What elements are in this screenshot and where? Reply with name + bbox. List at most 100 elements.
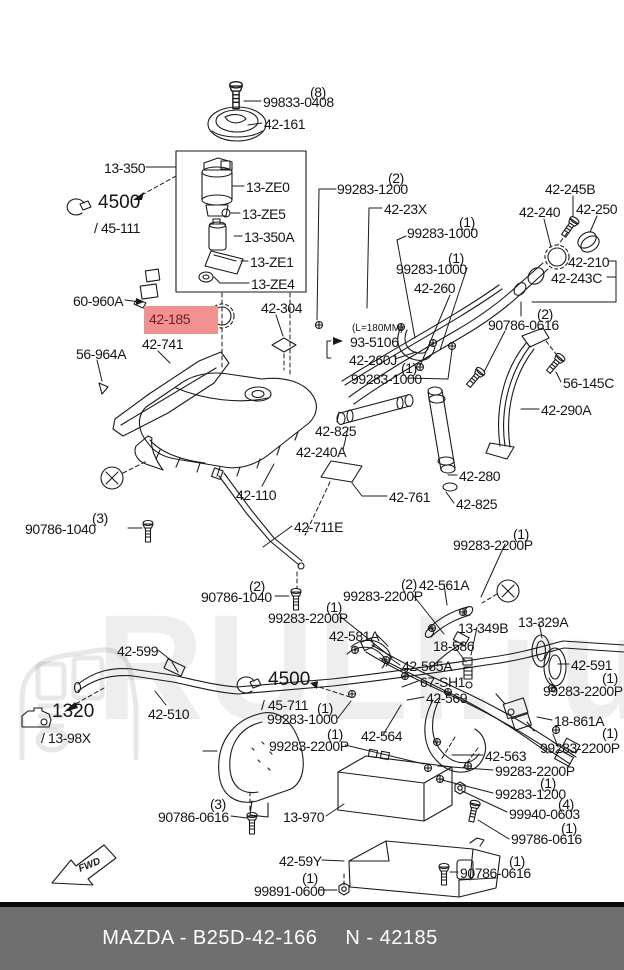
part-label: 90786-0616 <box>460 865 531 881</box>
reservoir-icon <box>21 707 52 728</box>
part-label: (1) <box>561 820 577 836</box>
part-label: 42-561A <box>419 577 470 593</box>
fuel-hose-drawing <box>336 393 414 426</box>
shield-drawing <box>218 712 304 818</box>
part-label: 4500 <box>268 669 311 690</box>
part-label: 99283-1000 <box>267 711 338 727</box>
bracket-drawing <box>348 837 501 898</box>
part-label: 42-591 <box>571 657 613 673</box>
evap-pipes-drawing <box>360 631 581 767</box>
footer-text: MAZDA - B25D-42-166 N - 42185 <box>0 927 540 950</box>
part-label: 42-599 <box>117 643 159 659</box>
part-label: 13-970 <box>283 809 325 825</box>
part-label: 56-964A <box>76 346 127 362</box>
part-label: (1) <box>602 670 618 686</box>
fuel-pump-assembly-drawing <box>175 150 307 293</box>
part-label: 42-243C <box>551 270 602 286</box>
gasket-drawing <box>271 337 297 353</box>
part-label: 90786-1040 <box>201 589 272 605</box>
part-label: 42-581A <box>329 628 380 644</box>
part-label: (2) <box>537 306 553 322</box>
part-label: / 45-111 <box>94 220 141 236</box>
part-label: 42-825 <box>315 423 357 439</box>
part-label: 13-350A <box>244 229 295 245</box>
part-label: (2) <box>249 578 265 594</box>
part-label: 56-145C <box>563 375 614 391</box>
small-fittings-drawing <box>462 657 473 689</box>
part-label: 13-349B <box>458 620 509 636</box>
part-label: 42-741 <box>142 336 184 352</box>
footer-part-number: N - 42185 <box>345 927 438 949</box>
part-label: 42-304 <box>261 300 303 316</box>
filler-neck-pipe-drawing <box>73 640 624 695</box>
fuel-tank-drawing <box>134 372 317 477</box>
part-label: 90786-0616 <box>158 809 229 825</box>
part-label: 99283-2200P <box>495 763 575 779</box>
part-label: / 13-98X <box>41 730 91 746</box>
part-label: 1320 <box>52 701 95 722</box>
part-label: (3) <box>92 510 108 526</box>
part-label: 42-563 <box>485 748 527 764</box>
part-label: 99940-0603 <box>509 806 580 822</box>
footer-catalog-code: MAZDA - B25D-42-166 <box>102 927 318 949</box>
part-label: (2) <box>388 170 404 186</box>
part-label: (1) <box>448 250 464 266</box>
part-label: 13-ZE0 <box>246 179 290 195</box>
part-label: 99891-0600 <box>254 883 325 899</box>
part-label: 99283-1200 <box>495 786 566 802</box>
part-label: (2) <box>401 576 417 592</box>
canister-drawing <box>337 748 453 822</box>
part-label: 42-585A <box>402 658 453 674</box>
part-label: 42-240A <box>296 444 347 460</box>
footer-bar: MAZDA - B25D-42-166 N - 42185 <box>0 907 624 970</box>
fuel-cap-drawing <box>207 106 267 142</box>
loop-hose-drawing <box>424 697 487 773</box>
part-label: 99283-2200P <box>540 740 620 756</box>
part-label: 99283-1000 <box>351 371 422 387</box>
valve-drawing <box>495 693 535 732</box>
part-label: 99833-0408 <box>263 94 334 110</box>
part-label: 42-110 <box>236 487 277 503</box>
watermark-car-icon <box>19 647 139 761</box>
part-label: (1) <box>327 726 343 742</box>
part-label: 60-960A <box>73 293 124 309</box>
protector-drawing <box>320 460 363 483</box>
part-label: 13-ZE5 <box>242 206 286 222</box>
part-label: 42-245B <box>545 181 596 197</box>
part-label: 99283-2200P <box>269 738 349 754</box>
part-label: 18-861A <box>554 713 605 729</box>
part-label: (1) <box>401 360 417 376</box>
part-label: 42-711E <box>294 519 344 535</box>
part-label: 4500 <box>98 192 141 213</box>
part-label: 42-161 <box>264 116 306 132</box>
part-label: 13-350 <box>104 160 146 176</box>
part-label: 42-510 <box>148 706 190 722</box>
part-label-highlighted[interactable]: 42-185 <box>144 306 219 335</box>
part-label: (1) <box>317 700 333 716</box>
part-label: 99283-1200 <box>337 181 408 197</box>
part-label: 99283-2200P <box>453 537 533 553</box>
part-label: 93-5106 <box>350 334 399 350</box>
part-label: (1) <box>540 775 556 791</box>
part-label: 13-ZE4 <box>251 276 295 292</box>
part-label: 42-240 <box>519 204 561 220</box>
footer-divider <box>0 902 624 907</box>
part-label: (1) <box>302 870 318 886</box>
part-label: 99283-1000 <box>407 225 478 241</box>
part-label: 90786-0616 <box>488 317 559 333</box>
part-label: (1) <box>459 214 475 230</box>
part-label: (1) <box>602 725 618 741</box>
part-label: 99283-2200P <box>543 683 623 699</box>
part-label: (L=180MM) <box>352 323 404 334</box>
part-label: 99786-0616 <box>511 831 582 847</box>
part-label: 42-290A <box>541 402 592 418</box>
part-label: 90786-1040 <box>25 521 96 537</box>
part-label: 42-260J <box>349 352 397 368</box>
part-label: 67-SH1 <box>420 674 466 690</box>
part-label: / 45-711 <box>261 697 309 713</box>
part-label: 42-250 <box>576 201 618 217</box>
part-label: 42-23X <box>384 201 427 217</box>
part-label: 13-ZE1 <box>250 254 294 270</box>
